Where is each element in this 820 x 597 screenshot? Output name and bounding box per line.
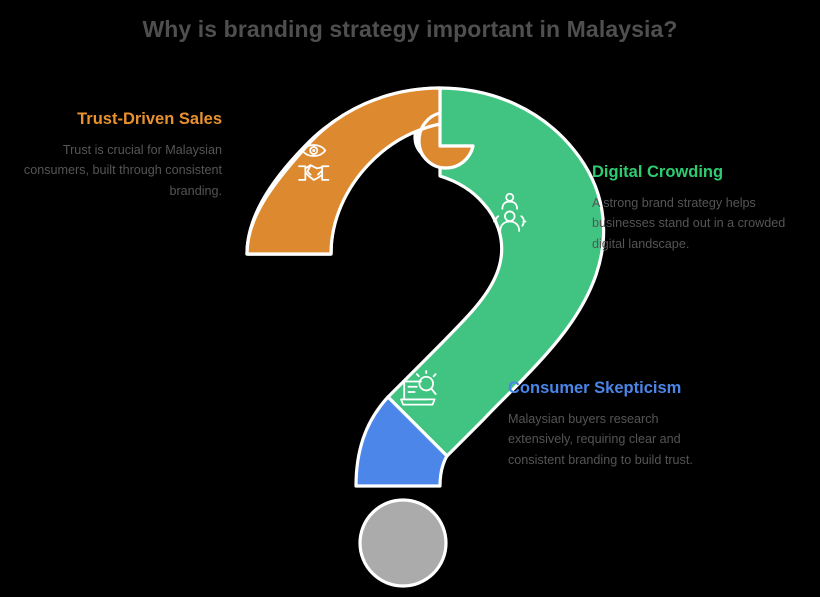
callout-body-trust: Trust is crucial for Malaysian consumers…	[23, 142, 222, 198]
eye-handshake-icon	[298, 144, 330, 181]
callout-body-crowding: A strong brand strategy helps businesses…	[592, 195, 786, 251]
question-mark-dot[interactable]	[358, 498, 448, 588]
page-title: Why is branding strategy important in Ma…	[142, 16, 678, 42]
callout-heading-trust: Trust-Driven Sales	[77, 110, 222, 128]
callout-digital-crowding: Digital Crowding A strong brand strategy…	[592, 163, 802, 254]
callout-trust-driven-sales: Trust-Driven Sales Trust is crucial for …	[10, 110, 222, 201]
laptop-search-icon	[400, 370, 437, 406]
segment-consumer-skepticism[interactable]	[354, 395, 449, 488]
people-crowd-icon	[493, 192, 527, 232]
callout-heading-crowding: Digital Crowding	[592, 163, 724, 181]
callout-body-skepticism: Malaysian buyers research extensively, r…	[508, 411, 693, 467]
callout-consumer-skepticism: Consumer Skepticism Malaysian buyers res…	[508, 379, 724, 470]
callout-heading-skepticism: Consumer Skepticism	[508, 379, 682, 397]
